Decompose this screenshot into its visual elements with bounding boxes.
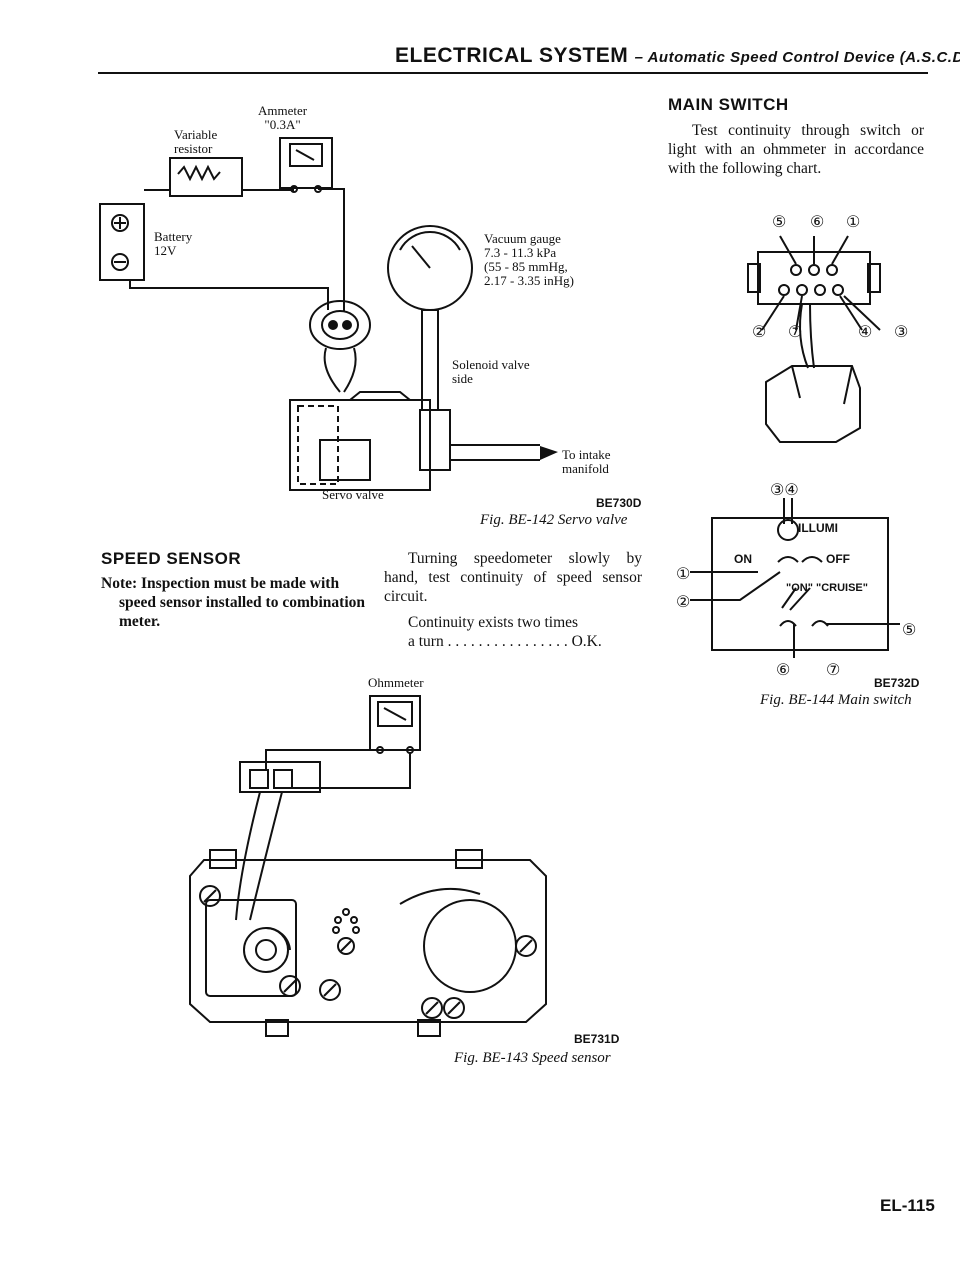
on-label: ON [734,552,752,566]
variable-resistor-label: Variable resistor [174,127,218,156]
pin-label-5: ⑤ [772,214,787,231]
solenoid-valve-label: Solenoid valve side [452,357,530,386]
ammeter-label: Ammeter "0.3A" [258,103,308,132]
fig143-caption: Fig. BE-143 Speed sensor [454,1050,611,1066]
main-switch-text: Test continuity through switch or light … [668,122,924,177]
schematic-terminal-7: ⑦ [826,662,841,679]
fig142-caption: Fig. BE-142 Servo valve [480,512,628,528]
header-rule [98,72,928,74]
servo-valve-diagram [100,100,558,500]
main-switch-title: MAIN SWITCH [668,95,789,114]
battery-label: Battery 12V [154,229,193,258]
fig144-code: BE732D [874,676,920,690]
speed-sensor-para3: a turn . . . . . . . . . . . . . . . . O… [408,633,602,650]
speed-sensor-para1: Turning speedometer slowly by hand, test… [384,550,642,605]
schematic-terminal-2: ② [676,594,691,611]
header-title: ELECTRICAL SYSTEM [395,44,629,67]
intake-manifold-label: To intake manifold [562,447,611,476]
illumi-label: ILLUMI [798,521,838,535]
pin-label-7: ⑦ [788,324,803,341]
vacuum-gauge-label: Vacuum gauge 7.3 - 11.3 kPa (55 - 85 mmH… [484,231,574,288]
speed-sensor-para2: Continuity exists two times [408,614,579,631]
main-switch-connector-diagram [740,228,890,458]
pin-label-6: ⑥ [810,214,825,231]
page-header: ELECTRICAL SYSTEM – Automatic Speed Cont… [395,44,960,68]
schematic-terminal-5: ⑤ [902,622,917,639]
servo-valve-label: Servo valve [322,487,384,502]
header-subtitle: – Automatic Speed Control Device (A.S.C.… [634,49,960,66]
main-switch-schematic [690,498,920,668]
speed-sensor-title: SPEED SENSOR [101,549,242,568]
schematic-terminal-1: ① [676,566,691,583]
pin-label-1: ① [846,214,861,231]
schematic-terminal-6: ⑥ [776,662,791,679]
page-number: EL-115 [880,1196,935,1215]
speed-sensor-diagram [170,690,560,1040]
off-label: OFF [826,552,850,566]
pin-label-3: ③ [894,324,909,341]
speed-sensor-note: Note: Inspection must be made with speed… [101,575,366,630]
schematic-terminals-3-4: ③④ [770,482,799,499]
fig142-code: BE730D [596,496,642,510]
cruise-label: "ON" "CRUISE" [786,582,868,594]
fig143-code: BE731D [574,1032,620,1046]
fig144-caption: Fig. BE-144 Main switch [760,692,912,708]
ohmmeter-label: Ohmmeter [368,675,424,690]
